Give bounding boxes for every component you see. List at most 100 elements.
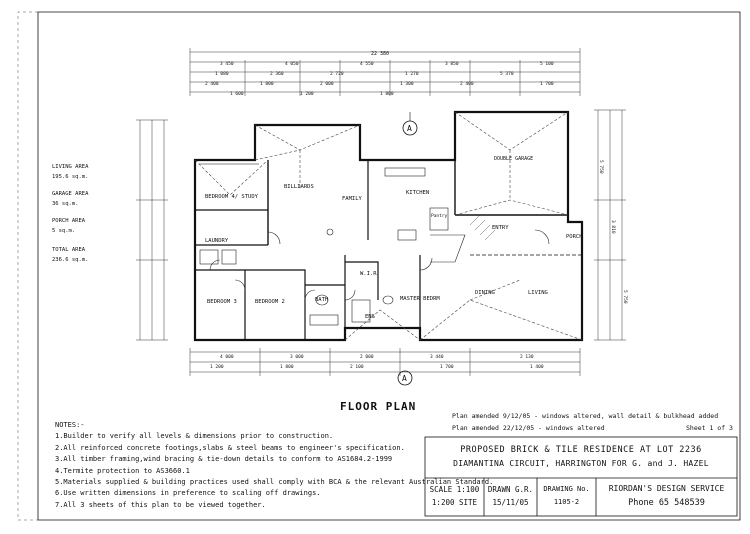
dimension-lines-right bbox=[594, 109, 626, 341]
room-pantry: Pantry bbox=[431, 213, 448, 219]
note-item: 7.All 3 sheets of this plan to be viewed… bbox=[55, 500, 266, 509]
svg-text:2 400: 2 400 bbox=[460, 81, 474, 87]
dimension-lines-top bbox=[189, 48, 581, 96]
svg-text:5 750: 5 750 bbox=[598, 160, 604, 174]
note-item: 3.All timber framing,wind bracing & tie-… bbox=[55, 455, 393, 464]
amendment-note: Plan amended 22/12/05 - windows altered bbox=[452, 424, 605, 432]
svg-text:3 440: 3 440 bbox=[430, 354, 444, 360]
svg-text:4 050: 4 050 bbox=[285, 61, 299, 67]
section-marker-top: A bbox=[402, 112, 418, 136]
svg-text:1 200: 1 200 bbox=[210, 364, 224, 370]
total-area-label: TOTAL AREA bbox=[52, 247, 86, 253]
company-name: RIORDAN'S DESIGN SERVICE bbox=[608, 484, 725, 493]
fixtures bbox=[199, 167, 466, 326]
room-family: FAMILY bbox=[342, 196, 363, 202]
room-entry: ENTRY bbox=[492, 225, 509, 231]
svg-text:2 360: 2 360 bbox=[270, 71, 284, 77]
area-value: 195.6 sq.m. bbox=[52, 174, 88, 180]
room-bath: BATH bbox=[315, 297, 328, 303]
svg-text:2 100: 2 100 bbox=[350, 364, 364, 370]
room-kitchen: KITCHEN bbox=[406, 190, 429, 196]
room-master-bedroom: MASTER BEDRM bbox=[400, 296, 440, 302]
svg-text:3 000: 3 000 bbox=[290, 354, 304, 360]
area-value: 236.6 sq.m. bbox=[52, 257, 88, 263]
svg-text:1 080: 1 080 bbox=[215, 71, 229, 77]
living-area-label: LIVING AREA bbox=[52, 164, 89, 170]
svg-text:1 800: 1 800 bbox=[380, 91, 394, 97]
svg-text:2 720: 2 720 bbox=[330, 71, 344, 77]
note-item: 1.Builder to verify all levels & dimensi… bbox=[55, 432, 334, 441]
building-walls bbox=[193, 110, 584, 342]
svg-text:4 550: 4 550 bbox=[360, 61, 374, 67]
porch-area-label: PORCH AREA bbox=[52, 218, 86, 224]
entry-hatching bbox=[469, 214, 496, 241]
drawn-date: 15/11/05 bbox=[492, 498, 529, 507]
svg-text:1 700: 1 700 bbox=[540, 81, 554, 87]
garage-area-label: GARAGE AREA bbox=[52, 191, 89, 197]
room-ensuite: ENS bbox=[365, 314, 375, 320]
svg-text:3 450: 3 450 bbox=[220, 61, 234, 67]
area-value: 5 sq.m. bbox=[52, 228, 75, 234]
room-billiards: BILLIARDS bbox=[284, 184, 314, 190]
room-dining: DINING bbox=[475, 290, 495, 296]
room-labels: BEDROOM 4/ STUDY BILLIARDS FAMILY KITCHE… bbox=[205, 156, 583, 320]
note-item: 5.Materials supplied & building practice… bbox=[55, 478, 494, 487]
overall-width-dimension: 22 380 bbox=[371, 51, 389, 57]
room-double-garage: DOUBLE GARAGE bbox=[494, 156, 533, 162]
area-value: 36 sq.m. bbox=[52, 201, 79, 207]
area-legend: LIVING AREA 195.6 sq.m. GARAGE AREA 36 sq.… bbox=[52, 164, 89, 263]
note-item: 2.All reinforced concrete footings,slabs… bbox=[55, 443, 405, 452]
room-bedroom-4-study: BEDROOM 4/ STUDY bbox=[205, 194, 259, 200]
svg-text:1 800: 1 800 bbox=[260, 81, 274, 87]
dimension-lines-left bbox=[136, 119, 168, 341]
room-wir: W.I.R. bbox=[360, 271, 380, 277]
svg-text:3 850: 3 850 bbox=[445, 61, 459, 67]
company-phone: Phone 65 548539 bbox=[628, 498, 705, 508]
scale-site: 1:200 SITE bbox=[431, 498, 478, 507]
sheet-border bbox=[37, 11, 741, 521]
section-marker-bottom: A bbox=[397, 370, 413, 386]
note-item: 4.Termite protection to AS3660.1 bbox=[55, 466, 190, 475]
svg-text:1 400: 1 400 bbox=[530, 364, 544, 370]
drawing-number: 1105-2 bbox=[553, 498, 580, 506]
drawing-number-label: DRAWING No. bbox=[543, 485, 590, 493]
svg-text:5 750: 5 750 bbox=[622, 290, 628, 304]
title-block-frame bbox=[424, 436, 738, 517]
svg-text:2 000: 2 000 bbox=[320, 81, 334, 87]
drawn-by: DRAWN G.R. bbox=[487, 485, 534, 494]
room-porch: PORCH bbox=[566, 234, 583, 240]
room-bedroom-3: BEDROOM 3 bbox=[207, 299, 237, 305]
svg-text:2 130: 2 130 bbox=[520, 354, 534, 360]
plan-title: FLOOR PLAN bbox=[340, 400, 417, 413]
svg-text:1 270: 1 270 bbox=[405, 71, 419, 77]
dimension-lines-bottom bbox=[189, 348, 581, 376]
door-swings bbox=[209, 229, 550, 301]
svg-text:1 600: 1 600 bbox=[230, 91, 244, 97]
amendment-note: Plan amended 9/12/05 - windows altered, … bbox=[452, 412, 719, 420]
svg-text:5 100: 5 100 bbox=[540, 61, 554, 67]
note-item: 6.Use written dimensions in preference t… bbox=[55, 489, 321, 498]
svg-text:1 800: 1 800 bbox=[280, 364, 294, 370]
svg-text:3 810: 3 810 bbox=[610, 220, 616, 234]
svg-text:2 400: 2 400 bbox=[205, 81, 219, 87]
room-bedroom-2: BEDROOM 2 bbox=[255, 299, 285, 305]
svg-text:1 300: 1 300 bbox=[400, 81, 414, 87]
svg-text:4 000: 4 000 bbox=[220, 354, 234, 360]
notes-block: NOTES:- 1.Builder to verify all levels &… bbox=[55, 420, 493, 511]
scale-label: SCALE 1:100 bbox=[429, 485, 480, 494]
project-title-line-1: PROPOSED BRICK & TILE RESIDENCE AT LOT 2… bbox=[460, 445, 702, 455]
svg-text:5 370: 5 370 bbox=[500, 71, 514, 77]
project-title-line-2: DIAMANTINA CIRCUIT, HARRINGTON FOR G. an… bbox=[453, 459, 709, 468]
svg-text:1 200: 1 200 bbox=[300, 91, 314, 97]
notes-heading: NOTES:- bbox=[55, 421, 85, 429]
sheet-number: Sheet 1 of 3 bbox=[686, 424, 733, 432]
svg-text:1 700: 1 700 bbox=[440, 364, 454, 370]
svg-text:A: A bbox=[402, 374, 407, 383]
dimension-texts-top: 3 450 4 050 4 550 3 850 5 100 1 080 2 360 2 7… bbox=[205, 61, 554, 97]
roof-lines bbox=[194, 111, 583, 341]
room-laundry: LAUNDRY bbox=[205, 238, 229, 244]
svg-text:A: A bbox=[407, 124, 412, 133]
room-living: LIVING bbox=[528, 290, 548, 296]
